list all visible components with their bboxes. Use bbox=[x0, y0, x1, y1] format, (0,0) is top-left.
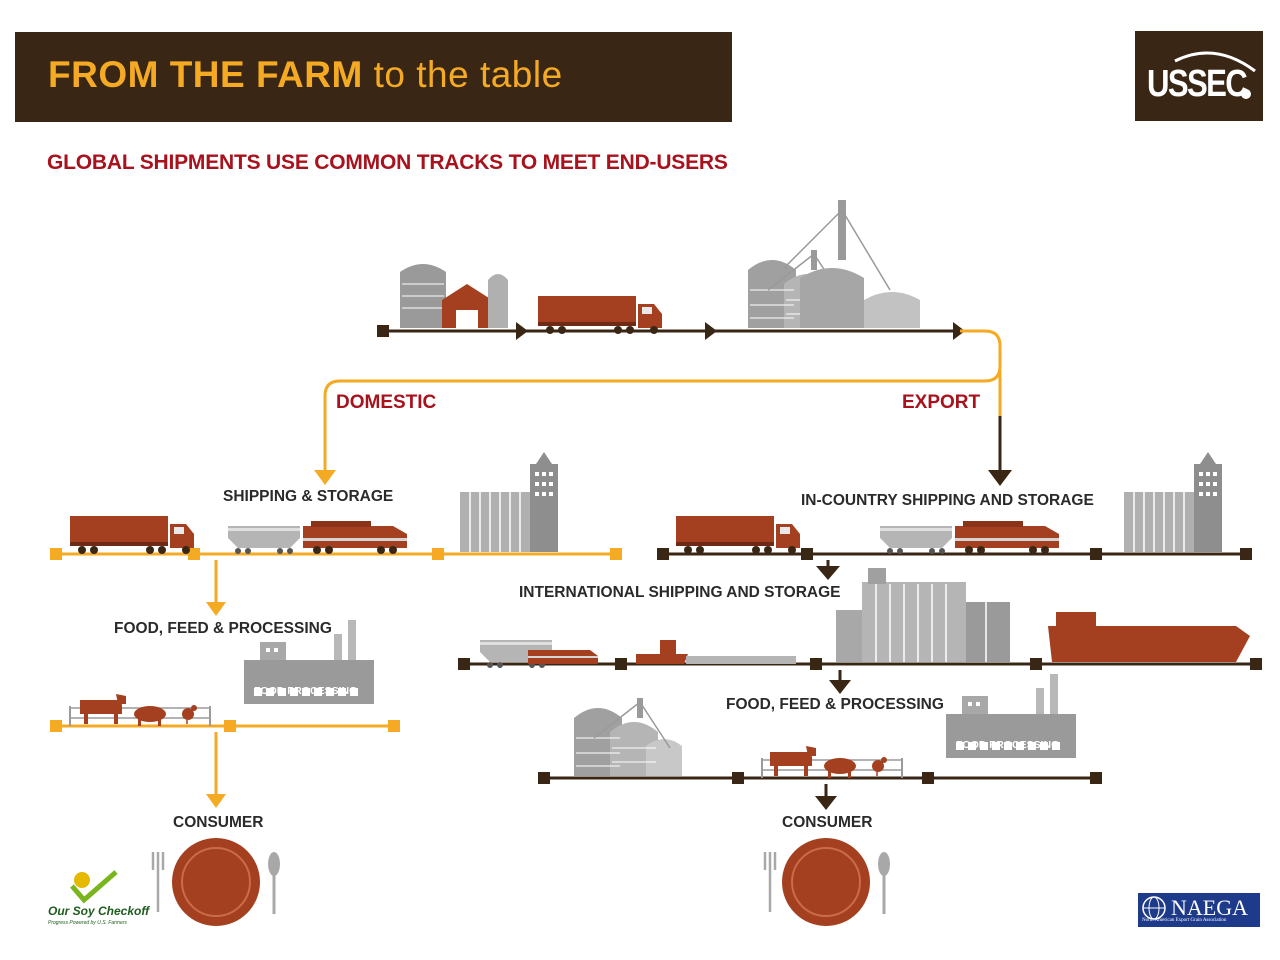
export-locomotive-icon bbox=[955, 521, 1059, 554]
top-track bbox=[377, 322, 965, 340]
export-food-track bbox=[538, 772, 1102, 784]
farm-icon bbox=[400, 264, 508, 328]
top-grain-silos-icon bbox=[783, 200, 920, 328]
domestic-cow-icon bbox=[80, 694, 126, 724]
checkmark-icon bbox=[70, 870, 118, 904]
export-in-country-track bbox=[657, 548, 1252, 560]
domestic-locomotive-icon bbox=[303, 521, 407, 554]
domestic-food-track bbox=[50, 720, 400, 732]
export-pig-icon bbox=[824, 758, 856, 778]
export-feed-silos-icon bbox=[574, 698, 682, 776]
domestic-connector-1 bbox=[206, 560, 226, 616]
intl-port-elevator-icon bbox=[836, 568, 1010, 662]
domestic-food-processing-sign: FOOD PROCESSING bbox=[254, 685, 357, 697]
title-strong: FROM THE FARM bbox=[48, 54, 363, 95]
globe-icon bbox=[1142, 896, 1166, 920]
title-banner: FROM THE FARM to the table bbox=[15, 32, 732, 122]
export-food-label: FOOD, FEED & PROCESSING bbox=[726, 696, 944, 713]
domestic-hopper-car-icon bbox=[228, 526, 300, 554]
domestic-path bbox=[314, 329, 1002, 485]
logo-swoosh-icon bbox=[1174, 51, 1256, 99]
domestic-pig-icon bbox=[134, 706, 166, 726]
export-connector-3 bbox=[815, 784, 837, 810]
export-food-processing-sign: FOOD PROCESSING bbox=[956, 739, 1059, 751]
export-consumer-label: CONSUMER bbox=[782, 814, 873, 831]
export-plate-icon bbox=[763, 838, 890, 926]
export-truck-icon bbox=[676, 516, 800, 554]
logo-text: USSEC bbox=[1147, 63, 1248, 105]
soy-checkoff-tagline: Progress Powered by U.S. Farmers bbox=[48, 920, 127, 926]
title-light: to the table bbox=[373, 54, 563, 95]
soy-checkoff-logo: Our Soy Checkoff Progress Powered by U.S… bbox=[48, 876, 158, 928]
naega-name: NAEGA bbox=[1171, 895, 1248, 920]
top-truck-icon bbox=[538, 296, 662, 334]
export-label: EXPORT bbox=[902, 392, 981, 413]
ussec-logo: USSEC bbox=[1135, 31, 1263, 121]
domestic-shipping-label: SHIPPING & STORAGE bbox=[223, 488, 394, 505]
domestic-consumer-label: CONSUMER bbox=[173, 814, 264, 831]
naega-logo: NAEGA North American Export Grain Associ… bbox=[1138, 893, 1260, 927]
domestic-food-label: FOOD, FEED & PROCESSING bbox=[114, 620, 332, 637]
export-hopper-car-icon bbox=[880, 526, 952, 554]
export-path bbox=[988, 370, 1012, 486]
domestic-shipping-track bbox=[50, 548, 622, 560]
subtitle: GLOBAL SHIPMENTS USE COMMON TRACKS TO ME… bbox=[47, 151, 728, 174]
domestic-connector-2 bbox=[206, 732, 226, 808]
soybean-icon bbox=[74, 872, 90, 888]
domestic-factory-icon: FOOD PROCESSING bbox=[244, 620, 374, 704]
export-in-country-label: IN-COUNTRY SHIPPING AND STORAGE bbox=[801, 492, 1094, 509]
intl-cargo-ship-icon bbox=[1048, 612, 1250, 662]
export-factory-icon: FOOD PROCESSING bbox=[946, 674, 1076, 758]
naega-tagline: North American Export Grain Association bbox=[1142, 918, 1227, 923]
intl-locomotive-icon bbox=[528, 650, 598, 664]
soy-checkoff-name: Our Soy Checkoff bbox=[48, 904, 150, 918]
export-international-label: INTERNATIONAL SHIPPING AND STORAGE bbox=[519, 584, 841, 601]
domestic-storage-elevator-icon bbox=[459, 451, 559, 553]
domestic-plate-icon bbox=[151, 838, 280, 926]
domestic-label: DOMESTIC bbox=[336, 392, 437, 413]
export-cow-icon bbox=[770, 746, 816, 776]
domestic-truck-icon bbox=[70, 516, 194, 554]
export-storage-elevator-icon bbox=[1123, 451, 1223, 553]
export-connector-1 bbox=[816, 560, 840, 580]
page-title: FROM THE FARM to the table bbox=[48, 54, 563, 96]
intl-barge-icon bbox=[636, 640, 796, 664]
export-connector-2 bbox=[829, 670, 851, 694]
